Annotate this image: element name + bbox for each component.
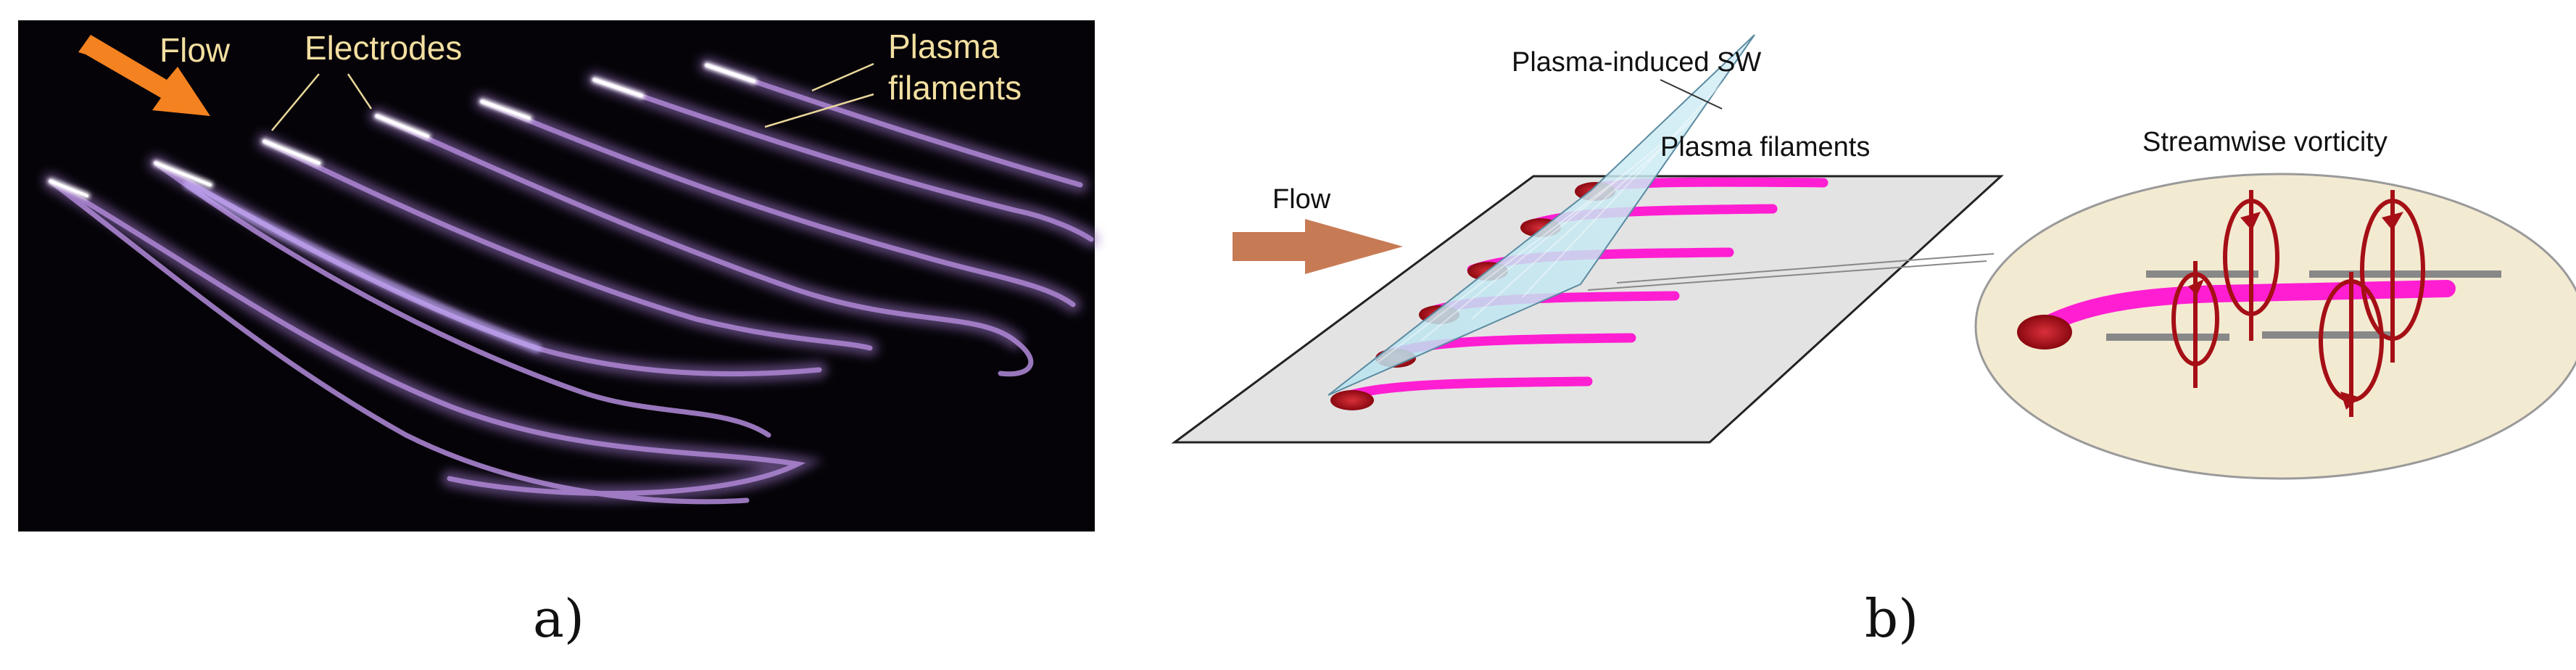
shockwave-label: Plasma-induced SW (1512, 47, 1761, 78)
plasma-label-line2: filaments (888, 69, 1022, 107)
electrode-dot-icon (2017, 315, 2072, 350)
flow-arrow-icon (1233, 219, 1403, 274)
filaments-label: Plasma filaments (1660, 132, 1870, 162)
electrodes-label: Electrodes (305, 29, 462, 67)
caption-b: b) (1865, 588, 1918, 649)
panel-a-photo: Flow Electrodes Plasma filaments (18, 20, 1095, 532)
panel-b-schematic: Flow Plasma-induced SW (1175, 35, 2576, 479)
electrode-dot-icon (1330, 390, 1374, 410)
vorticity-label: Streamwise vorticity (2142, 127, 2387, 157)
plasma-label-line1: Plasma (888, 28, 1000, 65)
flow-label-a: Flow (160, 31, 231, 69)
caption-a: a) (533, 588, 584, 649)
flow-label-b: Flow (1272, 184, 1331, 215)
